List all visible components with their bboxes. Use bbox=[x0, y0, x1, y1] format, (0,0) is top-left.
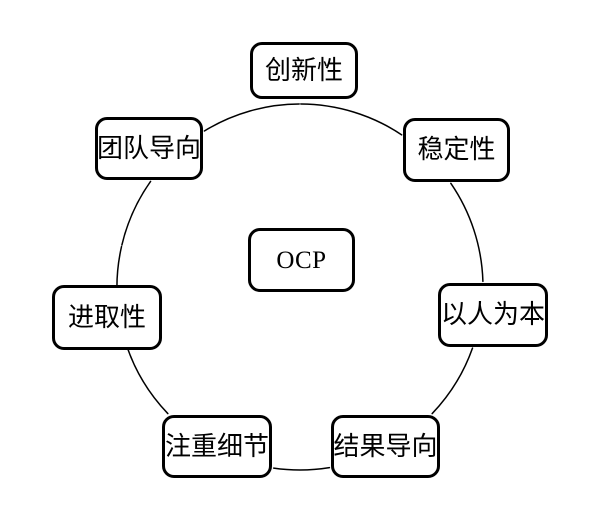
node-team-oriented-label: 团队导向 bbox=[97, 133, 202, 163]
node-stability-label: 稳定性 bbox=[417, 135, 496, 164]
connector-aggressive-to-team-oriented bbox=[121, 180, 152, 246]
node-results-oriented[interactable]: 结果导向 bbox=[331, 415, 440, 478]
node-people-oriented-label: 以人为本 bbox=[441, 300, 546, 329]
connector-stability-to-people-oriented bbox=[450, 182, 484, 283]
connector-innovation-to-stability bbox=[300, 103, 403, 136]
node-attention-to-detail-label: 注重细节 bbox=[165, 431, 270, 461]
node-attention-to-detail[interactable]: 注重细节 bbox=[162, 415, 272, 478]
node-innovation-label: 创新性 bbox=[264, 55, 343, 85]
node-team-oriented[interactable]: 团队导向 bbox=[95, 117, 203, 180]
node-results-oriented-label: 结果导向 bbox=[333, 431, 438, 461]
node-center-ocp[interactable]: OCP bbox=[248, 228, 355, 292]
node-aggressiveness-label: 进取性 bbox=[67, 302, 146, 332]
node-innovation[interactable]: 创新性 bbox=[250, 42, 358, 99]
connector-results-to-detail bbox=[272, 466, 331, 471]
node-center-ocp-label: OCP bbox=[276, 246, 327, 274]
node-aggressiveness[interactable]: 进取性 bbox=[52, 285, 162, 350]
connector-team-oriented-to-innovation bbox=[203, 103, 300, 132]
connector-people-oriented-to-results bbox=[431, 347, 474, 415]
node-stability[interactable]: 稳定性 bbox=[403, 118, 510, 182]
node-people-oriented[interactable]: 以人为本 bbox=[438, 283, 548, 347]
